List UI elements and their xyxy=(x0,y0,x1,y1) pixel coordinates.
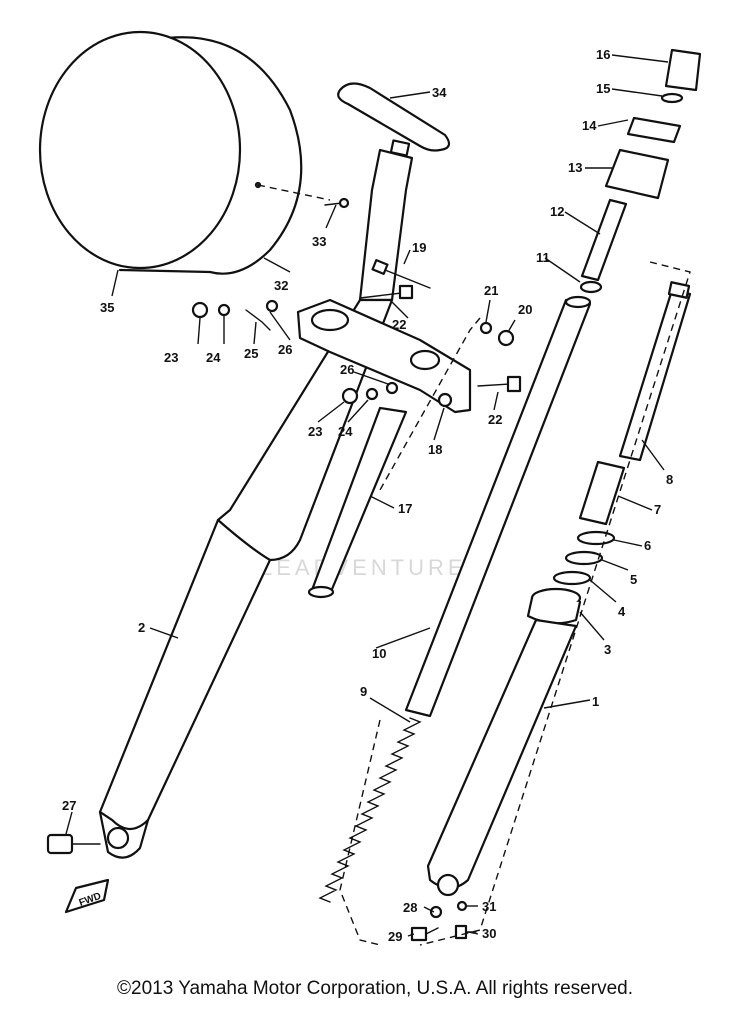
callout-21: 21 xyxy=(484,283,498,298)
callout-32: 32 xyxy=(274,278,288,293)
part-17-steering-stem xyxy=(307,406,408,599)
part-21-washer xyxy=(479,321,493,335)
part-26-washer-lower xyxy=(385,381,399,395)
part-2-outer-tube xyxy=(98,139,414,859)
callout-23-upper: 23 xyxy=(164,350,178,365)
callout-35: 35 xyxy=(100,300,114,315)
part-20-nut xyxy=(497,329,515,347)
part-22-bolt-upper xyxy=(359,284,414,300)
callout-17: 17 xyxy=(398,501,412,516)
part-24-washer-upper xyxy=(217,303,231,317)
part-27-bolt xyxy=(46,833,101,855)
callout-18: 18 xyxy=(428,442,442,457)
callout-24-lower: 24 xyxy=(338,424,353,439)
part-33-bolt xyxy=(324,197,350,209)
part-22-bolt-lower xyxy=(477,375,522,393)
part-7-seat xyxy=(578,460,626,526)
part-6-ring xyxy=(576,530,616,546)
part-12-spacer xyxy=(580,198,628,282)
part-13-cap xyxy=(604,148,670,200)
fwd-direction-marker: FWD xyxy=(64,878,110,914)
part-9-fork-spring xyxy=(318,717,422,903)
copyright-notice: ©2013 Yamaha Motor Corporation, U.S.A. A… xyxy=(117,978,633,999)
callout-5: 5 xyxy=(630,572,637,587)
part-23-nut-upper xyxy=(191,301,209,319)
part-3-oil-seal xyxy=(526,587,582,625)
part-15-o-ring xyxy=(660,92,684,104)
part-24-washer-lower xyxy=(365,387,379,401)
callout-15: 15 xyxy=(596,81,610,96)
callout-2: 2 xyxy=(138,620,145,635)
callout-19: 19 xyxy=(412,240,426,255)
part-34-rubber-band xyxy=(337,82,451,152)
callout-31: 31 xyxy=(482,899,496,914)
part-5-ring xyxy=(564,550,604,566)
part-19-bolt xyxy=(371,259,431,289)
part-25-pin xyxy=(245,309,271,331)
part-8-damper-rod xyxy=(618,281,692,462)
callout-33: 33 xyxy=(312,234,326,249)
assembly-line-center xyxy=(379,317,481,491)
callout-25: 25 xyxy=(244,346,258,361)
callout-24-upper: 24 xyxy=(206,350,221,365)
callout-13: 13 xyxy=(568,160,582,175)
callout-22-upper: 22 xyxy=(392,317,406,332)
part-4-ring xyxy=(552,570,592,586)
callout-labels: 1 2 3 4 5 6 7 8 9 10 11 12 13 14 15 16 1… xyxy=(62,47,673,944)
part-10-inner-tube xyxy=(404,295,592,718)
callout-34: 34 xyxy=(432,85,447,100)
callout-28: 28 xyxy=(403,900,417,915)
part-16-cap-bolt xyxy=(664,48,702,92)
callout-1: 1 xyxy=(592,694,599,709)
callout-6: 6 xyxy=(644,538,651,553)
part-11-washer xyxy=(579,280,603,294)
part-1-outer-tube xyxy=(426,618,578,897)
callout-26-lower: 26 xyxy=(340,362,354,377)
callout-8: 8 xyxy=(666,472,673,487)
callout-9: 9 xyxy=(360,684,367,699)
callout-29: 29 xyxy=(388,929,402,944)
callout-27: 27 xyxy=(62,798,76,813)
leader-lines xyxy=(65,54,669,937)
callout-3: 3 xyxy=(604,642,611,657)
part-14-cap-nut xyxy=(626,116,682,144)
assembly-line-right xyxy=(419,261,691,946)
callout-14: 14 xyxy=(582,118,597,133)
callout-26-upper: 26 xyxy=(278,342,292,357)
watermark-text: LEADVENTURE xyxy=(260,555,467,580)
part-29-bolt xyxy=(410,926,439,942)
assembly-line-spring xyxy=(339,719,381,946)
callout-10: 10 xyxy=(372,646,386,661)
callout-23-lower: 23 xyxy=(308,424,322,439)
callout-22-lower: 22 xyxy=(488,412,502,427)
callout-16: 16 xyxy=(596,47,610,62)
callout-20: 20 xyxy=(518,302,532,317)
callout-11: 11 xyxy=(536,250,550,265)
part-35-headlight xyxy=(38,30,331,275)
part-23-nut-lower xyxy=(341,387,359,405)
part-30-bolt xyxy=(454,924,477,940)
callout-4: 4 xyxy=(618,604,626,619)
callout-12: 12 xyxy=(550,204,564,219)
callout-7: 7 xyxy=(654,502,661,517)
part-18-under-bracket xyxy=(296,298,472,414)
part-28-washer xyxy=(429,905,443,919)
callout-30: 30 xyxy=(482,926,496,941)
part-26-washer-upper xyxy=(265,299,279,313)
part-31-washer xyxy=(456,900,468,912)
